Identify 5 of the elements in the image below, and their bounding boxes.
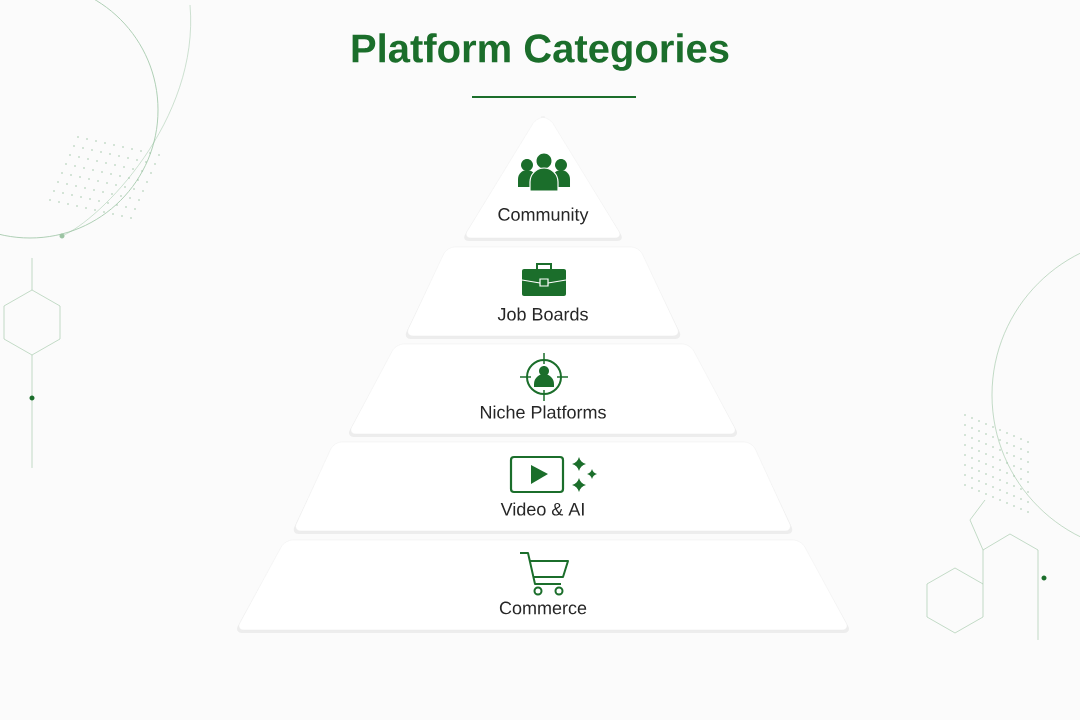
pyramid-tier: Niche Platforms <box>349 343 737 437</box>
pyramid-tier: Job Boards <box>405 246 681 339</box>
pyramid-tier: Video & AI <box>293 441 793 534</box>
title: Platform Categories <box>352 33 729 71</box>
pyramid-tier: Commerce <box>237 539 849 633</box>
